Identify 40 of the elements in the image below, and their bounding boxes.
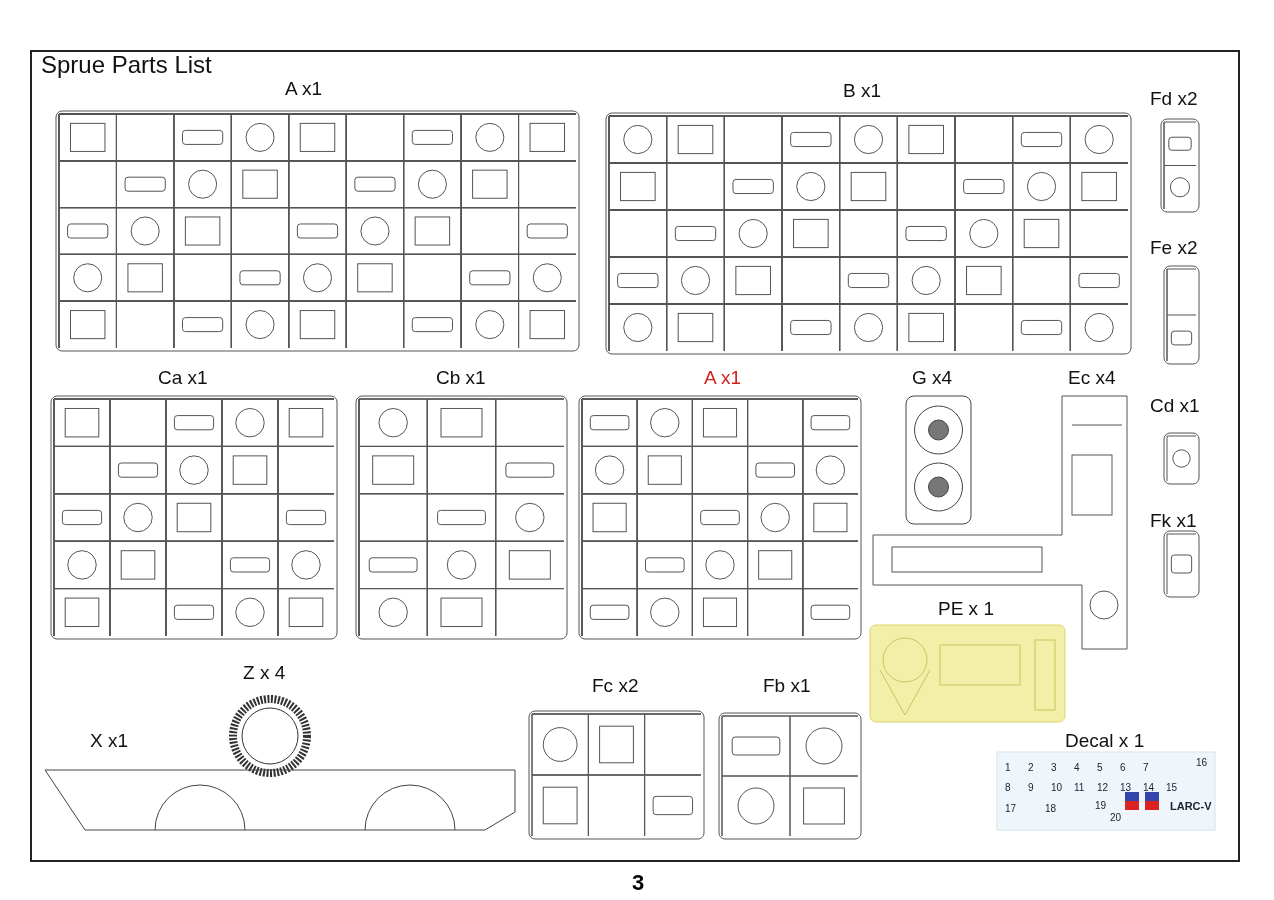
decal-number: 9 <box>1028 782 1034 793</box>
page-title: Sprue Parts List <box>41 51 212 79</box>
sprue-label: Fe x2 <box>1150 237 1198 259</box>
sprue-label: Z x 4 <box>243 662 286 684</box>
decal-number: 15 <box>1166 782 1178 793</box>
sprue-label: Fd x2 <box>1150 88 1198 110</box>
decal-text: LARC-V <box>1170 800 1212 812</box>
decal-number: 7 <box>1143 762 1149 773</box>
decal-number: 14 <box>1143 782 1155 793</box>
decal-number: 16 <box>1196 757 1208 768</box>
decal-number: 19 <box>1095 800 1107 811</box>
decal-number: 3 <box>1051 762 1057 773</box>
sprue-label: Fk x1 <box>1150 510 1197 532</box>
sprue-label: Fc x2 <box>592 675 639 697</box>
sprue-label: Cd x1 <box>1150 395 1200 417</box>
decal-number: 17 <box>1005 803 1017 814</box>
sprue-label: G x4 <box>912 367 953 389</box>
decal-number: 10 <box>1051 782 1063 793</box>
sprue-label: PE x 1 <box>938 598 994 620</box>
decal-number: 6 <box>1120 762 1126 773</box>
sprue-label: Cb x1 <box>436 367 486 389</box>
decal-number: 13 <box>1120 782 1132 793</box>
decal-number: 5 <box>1097 762 1103 773</box>
decal-number: 1 <box>1005 762 1011 773</box>
decal-number: 4 <box>1074 762 1080 773</box>
sprue-label: Decal x 1 <box>1065 730 1145 752</box>
sprue-label: X x1 <box>90 730 129 752</box>
decal-number: 2 <box>1028 762 1034 773</box>
sprue-label: A x1 <box>704 367 741 389</box>
sprue-label: Ec x4 <box>1068 367 1116 389</box>
decal-number: 12 <box>1097 782 1109 793</box>
page-number: 3 <box>632 870 645 896</box>
sprue-label: Fb x1 <box>763 675 811 697</box>
decal-number: 11 <box>1074 782 1085 793</box>
sprue-label: Ca x1 <box>158 367 208 389</box>
decal-number: 18 <box>1045 803 1057 814</box>
decal-number: 20 <box>1110 812 1122 823</box>
sprue-label: B x1 <box>843 80 882 102</box>
sprue-label: A x1 <box>285 78 322 100</box>
decal-number: 8 <box>1005 782 1011 793</box>
